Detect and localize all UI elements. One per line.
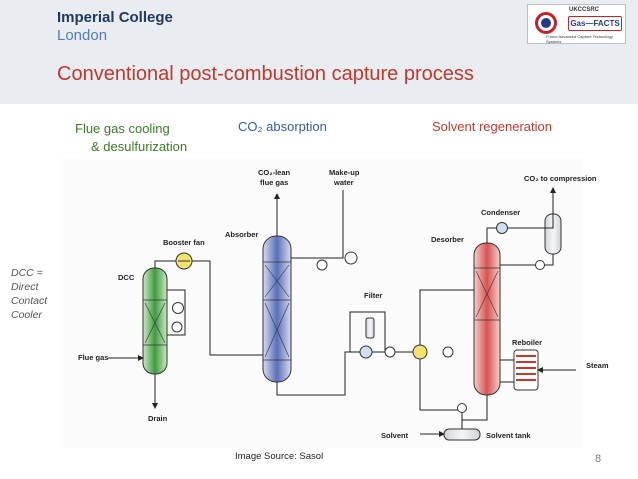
reflux-line: [500, 254, 554, 266]
badge-name: Gas—FACTS: [568, 16, 622, 31]
lean-pump-icon: [442, 346, 454, 358]
diagram-background: [62, 158, 582, 448]
solvent-cooler-icon: [359, 345, 373, 359]
label-solvent: Solvent: [381, 431, 409, 440]
stage-absorption: CO₂ absorption: [238, 119, 327, 134]
desorber-column: [473, 242, 501, 396]
dcc-note-line: Direct: [11, 281, 39, 293]
filter-bypass-line: [349, 311, 386, 352]
dcc-note: DCC = Direct Contact Cooler: [11, 266, 47, 322]
absorber-cooler-icon: [344, 251, 358, 265]
label-co2-compression: CO₂ to compression: [524, 174, 597, 183]
logo-line1: Imperial College: [57, 9, 173, 26]
label-flue-gas-in: Flue gas: [78, 353, 108, 362]
absorber-column: [262, 235, 292, 383]
imperial-logo: Imperial College London: [57, 9, 173, 45]
label-condenser: Condenser: [481, 208, 520, 217]
reboiler-loop-line: [500, 359, 514, 383]
stage-flue-gas-line2: & desulfurization: [91, 139, 188, 154]
solvent-tank: [443, 428, 481, 441]
rich-pump-icon: [384, 346, 396, 358]
absorber-pump-icon: [316, 259, 328, 271]
badge-emblem-icon: [535, 12, 557, 34]
lean-solvent-line: [419, 359, 488, 429]
booster-fan: [175, 252, 193, 270]
label-steam: Steam: [586, 361, 609, 370]
page-number: 8: [595, 453, 602, 465]
label-reboiler: Reboiler: [512, 338, 542, 347]
reflux-pump-icon: [535, 260, 545, 270]
badge-emblem-core-icon: [541, 18, 551, 28]
label-co2-lean: CO₂-lean: [258, 168, 291, 177]
dcc-loop-line: [167, 289, 186, 336]
flue-gas-to-absorber-line: [154, 260, 263, 356]
filter: [365, 317, 375, 339]
label-filter: Filter: [364, 291, 382, 300]
tank-pump-icon: [457, 403, 467, 413]
heat-exchanger-icon: [412, 344, 428, 360]
overhead-line: [486, 214, 554, 243]
dcc-cooler-icon: [172, 302, 184, 314]
label-booster-fan: Booster fan: [163, 238, 205, 247]
label-makeup: Make-up: [329, 168, 360, 177]
label-solvent-tank: Solvent tank: [486, 431, 531, 440]
stage-flue-gas-line1: Flue gas cooling: [75, 121, 170, 136]
dcc-note-line: DCC =: [11, 267, 43, 279]
label-absorber: Absorber: [225, 230, 258, 239]
badge-bottom-text: Future Advanced Capture Technology Syste…: [546, 34, 613, 44]
makeup-water-line: [291, 190, 344, 259]
condenser-icon: [496, 222, 508, 234]
label-dcc: DCC: [118, 273, 135, 282]
image-source: Image Source: Sasol: [235, 451, 324, 462]
label-drain: Drain: [148, 414, 168, 423]
label-flue-gas-out: flue gas: [260, 178, 288, 187]
logo-line2: London: [57, 27, 108, 44]
dcc-pump-icon: [171, 321, 183, 333]
stage-regeneration: Solvent regeneration: [432, 119, 552, 134]
dcc-note-line: Contact: [11, 295, 48, 307]
badge-top-text: UKCCSRC: [569, 7, 599, 13]
label-water: water: [333, 178, 354, 187]
slide-title: Conventional post-combustion capture pro…: [57, 63, 474, 85]
reboiler: [513, 349, 539, 391]
rich-solvent-line: [276, 289, 474, 396]
gasfacts-badge: UKCCSRC Gas—FACTS Future Advanced Captur…: [527, 4, 626, 44]
dcc-column: [142, 267, 168, 375]
dcc-note-line: Cooler: [11, 309, 42, 321]
label-desorber: Desorber: [431, 235, 464, 244]
